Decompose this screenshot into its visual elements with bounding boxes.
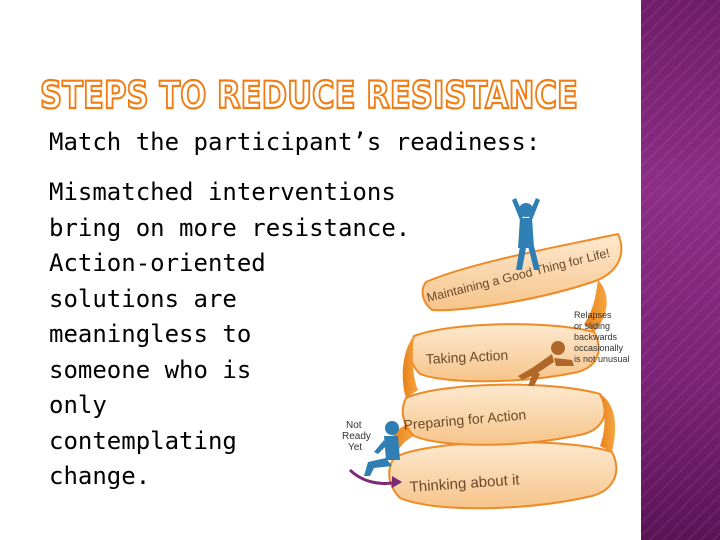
body-line: change. [49,462,151,490]
slide-title: STEPS TO REDUCE RESISTANCE [38,70,638,118]
not-ready-label: Not Ready Yet [342,420,371,453]
relapse-line: backwards [574,332,618,342]
relapse-line: is not unusual [574,354,630,364]
sliding-person-icon [518,341,574,386]
relapse-line: Relapses [574,310,612,320]
not-ready-line: Not [346,420,362,431]
spiral-ribbon [388,232,623,510]
stage-label-taking-action: Taking Action [425,347,508,367]
body-line: Mismatched interventions [49,178,396,206]
body-line: solutions are [49,284,237,313]
body-line: contemplating [49,426,237,455]
body-line: only [49,391,107,419]
arrow-head-icon [392,476,402,488]
decorative-side-panel [641,0,720,540]
seated-person-icon [364,421,400,476]
body-line: bring on more resistance. [49,213,411,242]
relapse-note: Relapses or sliding backwards occasional… [574,310,630,364]
body-paragraph: Mismatched interventions bring on more r… [49,175,410,495]
relapse-line: or sliding [574,321,610,331]
body-line: meaningless to [49,320,252,348]
not-ready-line: Yet [348,442,362,453]
stages-of-change-illustration: Thinking about it Preparing for Action T… [342,198,630,510]
body-line: Action-oriented [49,249,266,277]
not-ready-line: Ready [342,431,371,442]
body-line: someone who is [49,355,252,384]
subtitle: Match the participant’s readiness: [49,128,541,156]
slide-title-text: STEPS TO REDUCE RESISTANCE [40,74,578,117]
relapse-line: occasionally [574,343,624,353]
celebrating-person-icon [512,198,540,270]
